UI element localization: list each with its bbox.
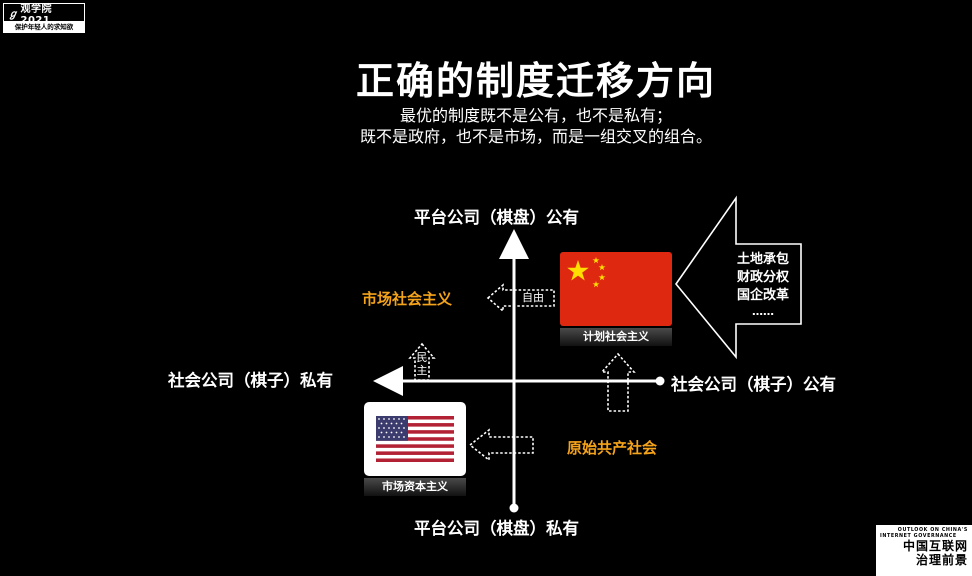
- democracy-arrow: [408, 342, 436, 381]
- democracy-label-1: 民: [416, 351, 428, 364]
- brand-slogan: 保护年轻人的求知欲: [4, 21, 84, 33]
- footer-logo-cn-1: 中国互联网: [902, 539, 968, 553]
- usa-flag: [376, 416, 454, 462]
- reforms-list: 土地承包 财政分权 国企改革 ……: [727, 251, 799, 319]
- axis-label-right: 社会公司（棋子）公有: [671, 375, 836, 394]
- axis-label-top: 平台公司（棋盘）公有: [414, 208, 579, 227]
- footer-logo-cn-2: 治理前景: [915, 553, 968, 567]
- reform-item-soe: 国企改革: [736, 288, 789, 303]
- reform-item-fiscal: 财政分权: [736, 270, 789, 285]
- brand-name: 观学院 2021: [20, 3, 52, 26]
- democracy-label-2: 主: [416, 364, 428, 377]
- subtitle-line-2: 既不是政府，也不是市场，而是一组交叉的组合。: [359, 127, 712, 146]
- usa-caption: 市场资本主义: [364, 478, 466, 496]
- footer-logo-en-2: INTERNET GOVERNANCE: [880, 533, 957, 539]
- subtitle-line-1: 最优的制度既不是公有，也不是私有；: [399, 106, 672, 125]
- footer-logo-en-1: OUTLOOK ON CHINA'S: [897, 528, 968, 533]
- china-caption: 计划社会主义: [560, 328, 672, 346]
- brand-mark-icon: ℊ: [8, 9, 19, 20]
- footer-logo: OUTLOOK ON CHINA'S INTERNET GOVERNANCE 中…: [876, 525, 972, 576]
- reform-item-etc: ……: [752, 305, 774, 318]
- upward-dotted-arrow: [600, 352, 636, 412]
- freedom-label: 自由: [522, 291, 544, 304]
- label-market-socialism: 市场社会主义: [362, 290, 453, 308]
- freedom-arrow: [486, 283, 555, 313]
- reform-item-land: 土地承包: [736, 252, 789, 267]
- brand-logo: ℊ 观学院 2021 保护年轻人的求知欲: [3, 3, 85, 33]
- axis-label-left: 社会公司（棋子）私有: [168, 371, 333, 390]
- china-flag-stars: [567, 257, 606, 288]
- china-flag: [560, 252, 672, 326]
- horizontal-axis-origin-dot: [655, 376, 665, 386]
- axis-label-bottom: 平台公司（棋盘）私有: [414, 519, 579, 538]
- reforms-callout-arrow: [674, 195, 802, 360]
- slide-title: 正确的制度迁移方向: [355, 59, 716, 103]
- vertical-axis-origin-dot: [509, 503, 519, 513]
- leftward-dotted-arrow: [468, 428, 534, 462]
- label-primitive-communism: 原始共产社会: [567, 439, 658, 457]
- usa-flag-frame: [364, 402, 466, 476]
